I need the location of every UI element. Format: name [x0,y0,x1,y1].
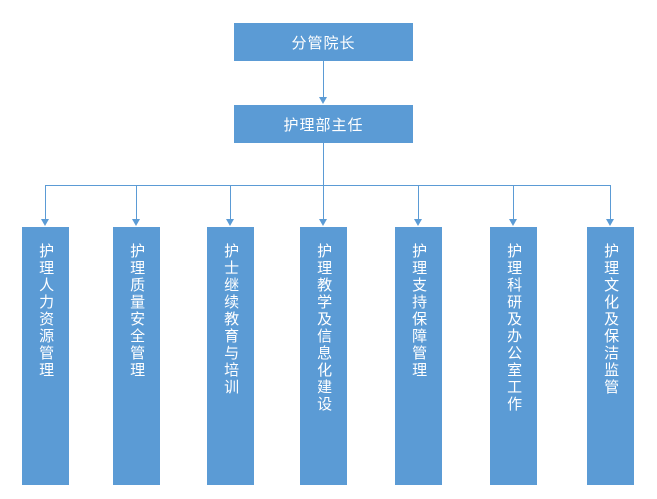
connector-arrowhead-6 [509,219,517,226]
connector-top-to-second-arrowhead [319,97,327,104]
org-node-leaf-2-label: 护理质量安全管理 [128,243,146,379]
org-node-top-label: 分管院长 [291,34,356,52]
connector-arrowhead-5 [414,219,422,226]
org-node-leaf-2[interactable]: 护理质量安全管理 [113,227,160,485]
connector-drop-4 [323,185,324,219]
connector-arrowhead-1 [41,219,49,226]
org-node-second-label: 护理部主任 [283,116,364,134]
org-node-leaf-5-label: 护理支持保障管理 [410,243,428,379]
connector-arrowhead-4 [319,219,327,226]
connector-arrowhead-3 [226,219,234,226]
connector-drop-5 [418,185,419,219]
org-node-leaf-5[interactable]: 护理支持保障管理 [395,227,442,485]
org-node-leaf-4[interactable]: 护理教学及信息化建设 [300,227,347,485]
org-node-leaf-7-label: 护理文化及保洁监管 [602,243,620,396]
org-node-leaf-1[interactable]: 护理人力资源管理 [22,227,69,485]
org-node-leaf-6-label: 护理科研及办公室工作 [505,243,523,413]
org-node-leaf-6[interactable]: 护理科研及办公室工作 [490,227,537,485]
org-node-leaf-1-label: 护理人力资源管理 [37,243,55,379]
org-node-leaf-3[interactable]: 护士继续教育与培训 [207,227,254,485]
org-node-top[interactable]: 分管院长 [234,23,413,61]
org-node-leaf-4-label: 护理教学及信息化建设 [315,243,333,413]
connector-arrowhead-7 [606,219,614,226]
org-node-second[interactable]: 护理部主任 [234,105,413,143]
connector-drop-6 [513,185,514,219]
connector-drop-3 [230,185,231,219]
org-node-leaf-7[interactable]: 护理文化及保洁监管 [587,227,634,485]
connector-drop-2 [136,185,137,219]
connector-drop-7 [610,185,611,219]
connector-horizontal-bus [45,185,611,186]
connector-second-to-bus-line [323,143,324,185]
connector-top-to-second-line [323,61,324,97]
connector-drop-1 [45,185,46,219]
org-node-leaf-3-label: 护士继续教育与培训 [222,243,240,396]
connector-arrowhead-2 [132,219,140,226]
